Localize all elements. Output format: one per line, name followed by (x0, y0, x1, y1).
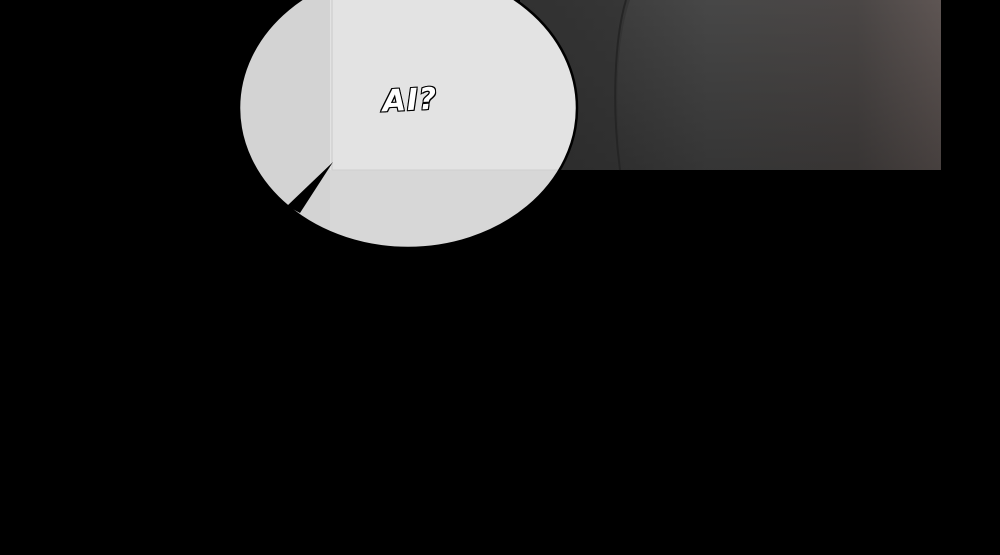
speech-bubble-text: AI? (381, 81, 440, 121)
background-panel (520, 0, 941, 171)
speech-bubble (237, 0, 579, 250)
